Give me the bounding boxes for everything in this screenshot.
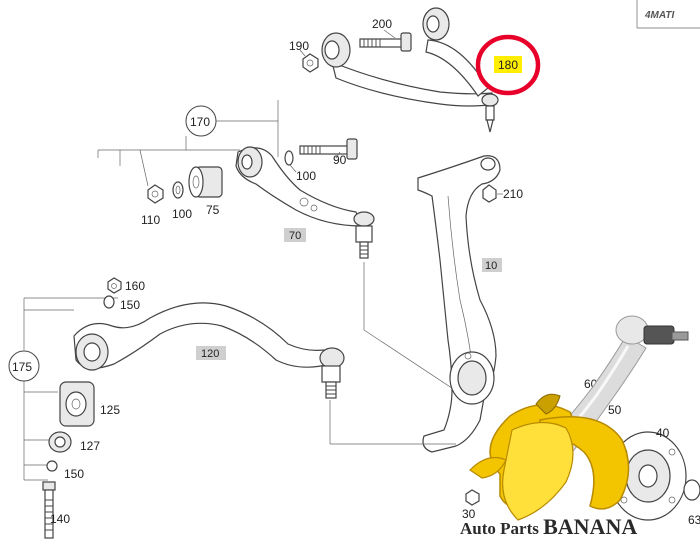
label-180-highlight [494,56,522,73]
bushing-127 [48,431,72,453]
label-50: 50 [608,403,622,417]
label-70-box [284,228,306,242]
red-circle-marker [475,34,541,96]
corner-mark-text: 4MATI [644,10,674,21]
label-75: 75 [206,203,220,217]
washer-100-lower [172,181,184,199]
label-210: 210 [503,187,523,201]
label-190: 190 [289,39,309,53]
strut-arm-70 [235,146,375,259]
label-170: 170 [190,115,210,129]
label-120: 120 [201,348,219,360]
washer-100-upper [284,150,297,173]
label-100b: 100 [172,207,192,221]
label-160: 160 [125,279,145,293]
bushing-75 [188,166,223,198]
washer-150-lower [46,460,58,472]
label-150a: 150 [120,298,140,312]
label-120-box [196,346,226,360]
label-30: 30 [462,507,476,521]
bolt-140 [42,481,56,539]
nut-190 [299,49,319,73]
bolt-90 [299,138,358,160]
kit-175-bracket [8,297,118,481]
lower-control-arm-120 [73,302,345,399]
label-70: 70 [289,230,301,242]
bushing-125 [59,381,95,427]
hub-assembly [609,431,700,521]
label-10-box [482,258,502,272]
nut-110 [147,184,164,204]
label-200: 200 [372,17,392,31]
watermark-text: Auto Parts BANANA [460,514,637,539]
label-127: 127 [80,439,100,453]
nut-210 [482,184,503,203]
label-10: 10 [485,260,497,272]
label-90: 90 [333,153,347,167]
nut-160 [107,277,122,294]
upper-control-arm [321,7,499,133]
washer-150-upper [103,295,115,309]
kit-170-bracket [97,100,279,187]
label-140: 140 [50,512,70,526]
corner-mark-box: 4MATI [636,0,700,29]
label-63: 63 [688,513,700,527]
nut-30 [465,489,480,506]
banana-logo-icon [469,393,630,521]
label-110: 110 [141,213,160,227]
label-150b: 150 [64,467,84,481]
label-180: 180 [498,58,518,72]
label-125: 125 [100,403,120,417]
label-40: 40 [656,426,670,440]
bolt-200 [359,29,412,52]
label-100a: 100 [296,169,316,183]
label-175: 175 [12,360,32,374]
steering-knuckle-10 [417,155,501,453]
callout-180: 180 [475,34,541,96]
